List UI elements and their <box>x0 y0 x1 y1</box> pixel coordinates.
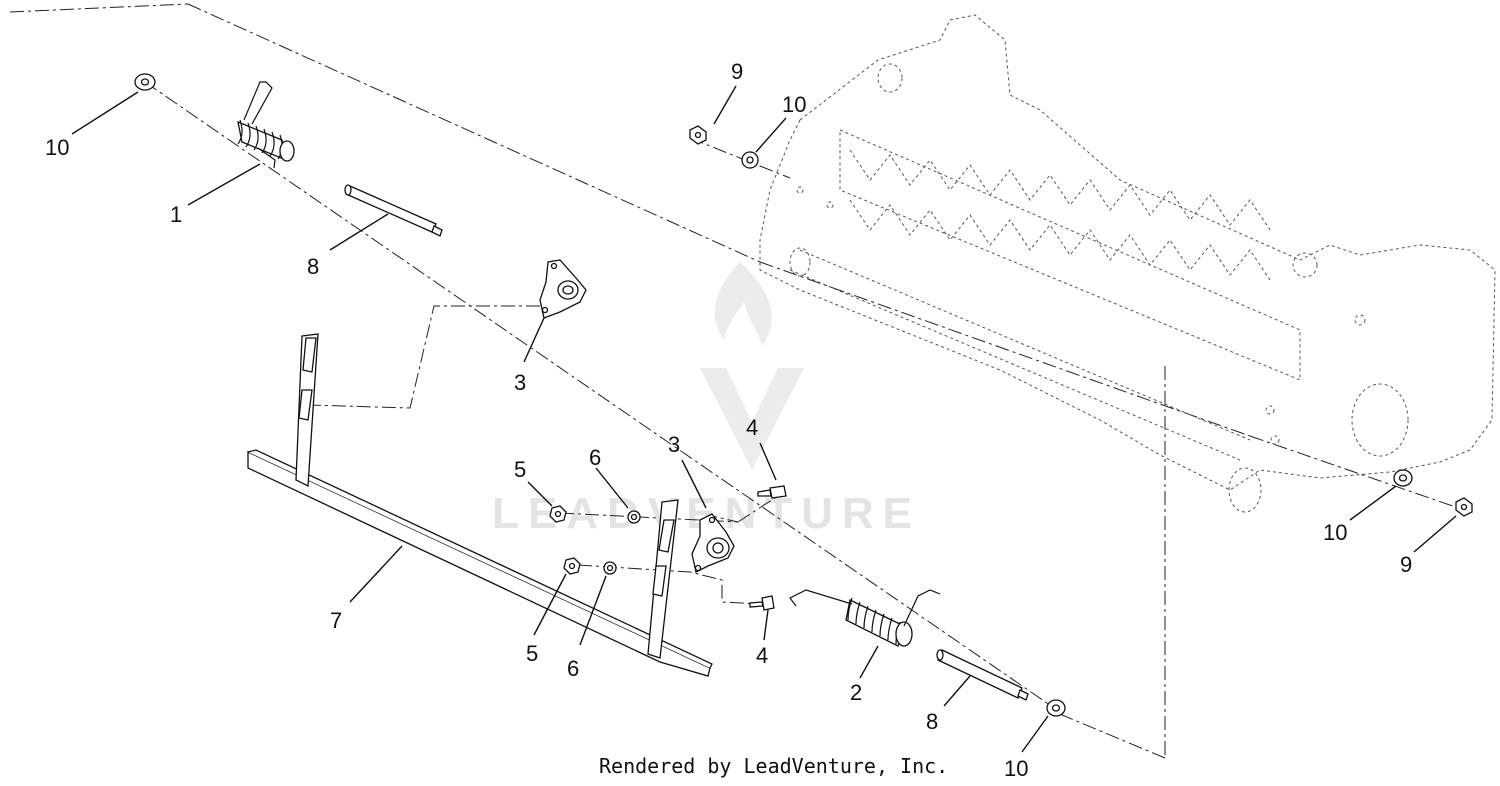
callout-10: 10 <box>45 135 69 160</box>
callout-6: 6 <box>567 656 579 681</box>
pin-8-top <box>344 184 443 237</box>
callout-10: 10 <box>782 92 806 117</box>
callout-5: 5 <box>526 641 538 666</box>
washer-10-bottom <box>1046 699 1066 717</box>
leader-lines <box>71 85 1457 753</box>
callout-2: 2 <box>850 680 862 705</box>
callout-4: 4 <box>756 643 768 668</box>
torsion-spring-1 <box>237 81 295 169</box>
callout-10: 10 <box>1004 756 1028 781</box>
pin-8-lower <box>936 649 1029 701</box>
callout-6: 6 <box>589 445 601 470</box>
nut-9-right <box>1455 497 1473 517</box>
alignment-lines <box>9 3 1471 759</box>
callout-9: 9 <box>1400 552 1412 577</box>
nut-5-lower <box>563 557 581 575</box>
callout-3: 3 <box>514 370 526 395</box>
callouts: 10 1 8 3 9 10 4 3 6 5 7 5 6 4 2 8 10 10 … <box>45 59 1412 781</box>
nut-9-top <box>689 125 707 145</box>
bolt-4-upper <box>757 485 787 499</box>
bearing-bracket-3-lower <box>691 513 735 573</box>
callout-10: 10 <box>1323 520 1347 545</box>
callout-8: 8 <box>926 709 938 734</box>
reel-frame <box>759 14 1496 513</box>
callout-8: 8 <box>307 254 319 279</box>
bearing-bracket-3-top <box>539 259 587 319</box>
washer-6-lower <box>603 561 617 575</box>
washer-10-left <box>134 73 156 91</box>
callout-5: 5 <box>514 457 526 482</box>
callout-1: 1 <box>170 202 182 227</box>
torsion-spring-2 <box>789 589 941 647</box>
callout-3: 3 <box>668 432 680 457</box>
washer-6-upper <box>627 510 641 524</box>
callout-7: 7 <box>330 608 342 633</box>
washer-10-top <box>741 151 759 169</box>
callout-9: 9 <box>731 59 743 84</box>
nut-5-upper <box>549 505 567 523</box>
reel-shield-7 <box>247 333 713 677</box>
rendered-by-credit: Rendered by LeadVenture, Inc. <box>599 754 948 778</box>
callout-4: 4 <box>746 415 758 440</box>
bolt-4-lower <box>749 595 775 611</box>
washer-10-right <box>1393 469 1413 487</box>
